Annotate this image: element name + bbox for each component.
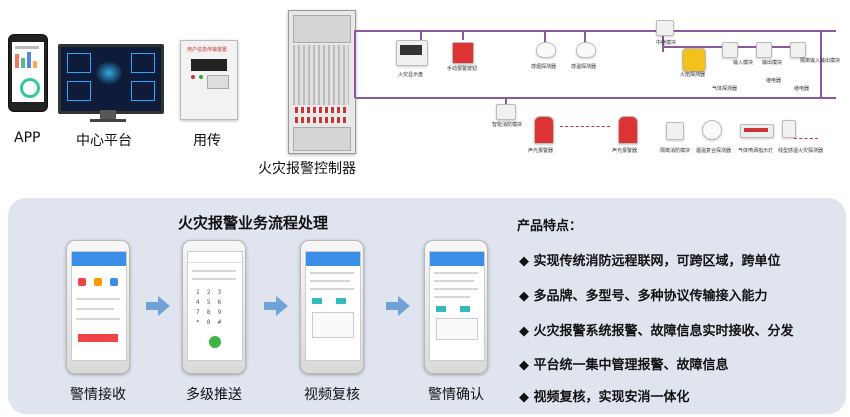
device-label: 烟温复合探测器 [696,148,732,154]
bullet-icon: ◆ [519,254,529,269]
flame-detector-device [682,48,706,72]
transmit-device-image: 用户信息传输装置 [180,40,238,120]
heat-detector-device [576,42,596,58]
flow-arrow-icon [264,296,288,316]
app-label: APP [14,130,41,146]
gas-release-indicator-device [740,124,774,138]
features-title: 产品特点： [517,219,583,234]
step-label: 多级推送 [186,387,242,403]
io-module-device [790,42,806,58]
isolation-module-device [666,122,684,140]
controller-cabinet-image [288,10,356,154]
device-label: 声光报警器 [528,148,554,154]
sound-light-alarm-device [618,116,638,144]
feature-item: ◆ 实现传统消防远程联网，可跨区域，跨单位 [519,254,781,269]
step-label: 视频复核 [304,387,360,403]
input-module-device [722,42,738,58]
step-label: 警情接收 [70,387,126,403]
flow-title: 火灾报警业务流程处理 [178,214,329,232]
device-label: 继电器 [766,78,782,84]
app-phone-image [8,34,48,112]
device-label: 输入模块 [733,60,754,66]
feature-item: ◆ 多品牌、多型号、多种协议传输接入能力 [519,289,768,304]
phone-video-review [300,240,364,374]
smoke-heat-detector-device [702,120,722,140]
device-label: 声光报警器 [612,148,638,154]
device-label: 中继模块 [656,40,677,46]
transmit-screen-text: 用户信息传输装置 [187,47,228,53]
device-label: 智能消防模块 [492,122,523,128]
device-label: 感温探测器 [571,64,597,70]
device-label: 气体喷洒指示灯 [738,148,774,154]
bus-wire [356,97,836,99]
device-label: 气体探测器 [712,86,738,92]
phone-alarm-receive [66,240,130,374]
flow-arrow-icon [386,296,410,316]
device-label: 输出模块 [762,60,783,66]
feature-item: ◆ 火灾报警系统报警、故障信息实时接收、分发 [519,324,794,339]
device-label: 手动报警按钮 [447,66,478,72]
center-platform-monitor [58,44,164,114]
flow-arrow-icon [146,296,170,316]
controller-label: 火灾报警控制器 [258,161,356,177]
output-module-device [756,42,772,58]
bullet-icon: ◆ [519,324,529,339]
bullet-icon: ◆ [519,390,529,405]
feature-item: ◆ 视频复核，实现安消一体化 [519,390,690,405]
bullet-icon: ◆ [519,289,529,304]
smoke-detector-device [536,42,556,58]
phone-alarm-confirm [424,240,488,374]
fire-display-panel-device [396,40,428,66]
sound-light-alarm-device [534,116,554,144]
feature-item: ◆ 平台统一集中管理报警、故障信息 [519,358,729,373]
center-platform-label: 中心平台 [76,133,132,149]
device-label: 隔离消防模块 [660,148,691,154]
transmit-label: 用传 [193,133,221,149]
smart-module-device [496,104,516,120]
device-label: 隔离输入输出模块 [800,58,841,64]
step-label: 警情确认 [428,387,484,403]
device-label: 线型感温火灾探测器 [778,148,824,154]
device-label: 火灾显示盘 [398,72,424,78]
linear-heat-detector-device [782,120,796,138]
bus-wire [356,30,836,32]
device-label: 火焰探测器 [680,72,706,78]
relay-module-device [656,20,674,36]
device-label: 继电器 [794,86,810,92]
bullet-icon: ◆ [519,358,529,373]
phone-multi-push: 1 2 3 4 5 6 7 8 9 * 0 # [182,240,246,374]
manual-call-point-device [452,42,474,64]
device-label: 感烟探测器 [531,64,557,70]
